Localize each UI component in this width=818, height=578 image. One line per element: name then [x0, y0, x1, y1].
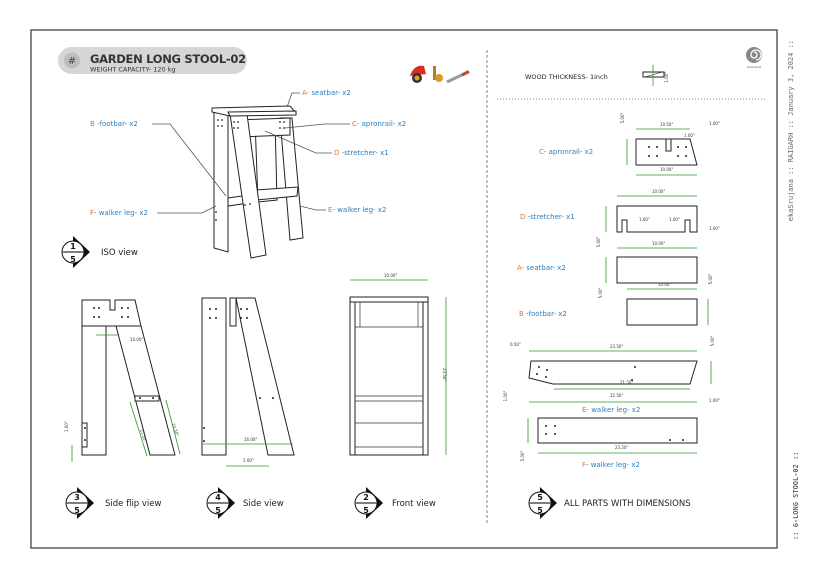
svg-text:10.00": 10.00": [130, 337, 143, 342]
svg-text:E- walker leg- x2: E- walker leg- x2: [582, 406, 640, 414]
page-title: GARDEN LONG STOOL-02: [90, 52, 246, 66]
svg-text:5.00": 5.00": [520, 450, 525, 461]
svg-text:A- seatbar- x2: A- seatbar- x2: [302, 89, 351, 97]
drill-icon: [433, 66, 443, 82]
svg-text:5.00": 5.00": [708, 273, 713, 284]
view-label: ISO view: [101, 248, 138, 258]
svg-text:F- walker leg- x2: F- walker leg- x2: [90, 209, 148, 217]
svg-text:1.00": 1.00": [639, 217, 650, 222]
view-label: Front view: [392, 499, 436, 509]
svg-text:5.00": 5.00": [596, 236, 601, 247]
svg-text:5: 5: [363, 506, 369, 515]
svg-text:5: 5: [70, 255, 76, 264]
view-marker-front: 2 5 Front view: [354, 487, 436, 519]
part-f-walker-leg: 23.50" 5.00" F- walker leg- x2: [520, 417, 698, 469]
svg-text:1.00": 1.00": [669, 217, 680, 222]
svg-text:16.00": 16.00": [244, 437, 257, 442]
svg-text:ekaSrujana: ekaSrujana: [747, 65, 761, 69]
svg-text:1: 1: [70, 242, 76, 251]
part-e-walker-leg: 23.50" 0.50" 21.50" 22.50" 1.00" 5.00" 1…: [503, 335, 720, 414]
svg-text:A- seatbar- x2: A- seatbar- x2: [517, 264, 566, 272]
svg-text:0.50": 0.50": [510, 342, 521, 347]
svg-text:1.00": 1.00": [709, 121, 720, 126]
svg-text:C- apronrail- x2: C- apronrail- x2: [539, 148, 593, 156]
svg-text:10.00": 10.00": [660, 167, 673, 172]
svg-text:23.50": 23.50": [442, 368, 447, 381]
svg-text:23.50": 23.50": [615, 445, 628, 450]
svg-text:WOOD THICKNESS- 1inch: WOOD THICKNESS- 1inch: [525, 73, 608, 81]
sheet-border: [30, 29, 778, 549]
svg-text:10.00": 10.00": [652, 241, 665, 246]
svg-text:5.00": 5.00": [598, 287, 603, 298]
svg-text:F- walker leg- x2: F- walker leg- x2: [582, 461, 640, 469]
callout-a-seatbar: A- seatbar- x2: [286, 89, 351, 108]
svg-text:B -footbar- x2: B -footbar- x2: [519, 310, 567, 318]
svg-text:5.00": 5.00": [620, 112, 625, 123]
callout-d-stretcher: D -stretcher- x1: [264, 130, 389, 157]
svg-text:21.50": 21.50": [620, 380, 633, 385]
callout-e-walker-leg: E- walker leg- x2: [299, 205, 386, 214]
side-view-drawing: 16.00" 5.00": [201, 297, 295, 467]
credit-text: ekaSrujana :: RAIGARH :: January 3, 2024…: [787, 40, 795, 221]
wood-thickness-note: WOOD THICKNESS- 1inch 1.00": [525, 65, 669, 86]
svg-text:1.00": 1.00": [709, 398, 720, 403]
circular-saw-icon: [410, 65, 426, 83]
view-marker-all-parts: 5 5 ALL PARTS WITH DIMENSIONS: [528, 487, 691, 519]
tools-icons: [410, 65, 470, 84]
svg-text:23.50": 23.50": [610, 344, 623, 349]
svg-text:21.50": 21.50": [139, 429, 148, 443]
svg-text:1.00": 1.00": [684, 133, 695, 138]
svg-text:B -footbar- x2: B -footbar- x2: [90, 120, 138, 128]
view-label: Side flip view: [105, 499, 162, 509]
callout-c-apronrail: C- apronrail- x2: [284, 120, 406, 129]
svg-text:D -stretcher- x1: D -stretcher- x1: [334, 149, 389, 157]
view-label: Side view: [243, 499, 284, 509]
svg-text:21.50": 21.50": [171, 423, 180, 437]
view-label: ALL PARTS WITH DIMENSIONS: [564, 499, 691, 509]
callout-f-walker-leg: F- walker leg- x2: [90, 205, 217, 217]
drawing-code: :: G-LONG STOOL-02 ::: [792, 451, 800, 540]
svg-text:5: 5: [215, 506, 221, 515]
svg-text:D -stretcher- x1: D -stretcher- x1: [520, 213, 575, 221]
svg-text:5.00": 5.00": [243, 458, 254, 463]
chisel-icon: [446, 70, 470, 84]
svg-text:5: 5: [537, 493, 543, 502]
svg-text:10.00": 10.00": [652, 189, 665, 194]
svg-text:10.00": 10.00": [384, 273, 397, 278]
view-marker-side-flip: 3 5 Side flip view: [65, 487, 162, 519]
svg-text:3: 3: [74, 493, 80, 502]
svg-text:1.00": 1.00": [664, 72, 669, 83]
svg-text:22.50": 22.50": [610, 393, 623, 398]
brand-logo: ekaSrujana: [746, 47, 762, 69]
part-a-seatbar: A- seatbar- x2 10.00" 5.00": [517, 241, 698, 298]
side-flip-view-drawing: 10.00" 21.50" 21.50" 1.00": [64, 299, 181, 462]
svg-text:4: 4: [215, 493, 221, 502]
svg-text:10.00": 10.00": [658, 282, 671, 287]
svg-text:5.00": 5.00": [710, 335, 715, 346]
weight-capacity: WEIGHT CAPACITY- 120 kg: [90, 66, 176, 74]
svg-text:1.00": 1.00": [503, 390, 508, 401]
part-b-footbar: B -footbar- x2 10.00" 5.00": [519, 273, 713, 326]
svg-text:5: 5: [537, 506, 543, 515]
front-view-drawing: 10.00" 23.50": [349, 273, 447, 456]
view-marker-side: 4 5 Side view: [206, 487, 284, 519]
svg-text:1.00": 1.00": [64, 421, 69, 432]
svg-text:10.50": 10.50": [660, 122, 673, 127]
iso-view-drawing: [211, 105, 304, 259]
callout-b-footbar: B -footbar- x2: [90, 120, 227, 197]
hash-icon: #: [68, 56, 76, 67]
svg-text:E- walker leg- x2: E- walker leg- x2: [328, 206, 386, 214]
svg-text:2: 2: [363, 493, 369, 502]
svg-text:5: 5: [74, 506, 80, 515]
part-d-stretcher: D -stretcher- x1 10.00" 1.00" 1.00" 1.00…: [520, 189, 720, 247]
view-marker-iso: 1 5 ISO view: [61, 236, 138, 268]
part-c-apronrail: C- apronrail- x2 10.50" 1.00" 1.00" 10.0…: [539, 112, 720, 176]
title-badge: # GARDEN LONG STOOL-02 WEIGHT CAPACITY- …: [58, 47, 247, 74]
svg-text:1.00": 1.00": [709, 226, 720, 231]
svg-text:C- apronrail- x2: C- apronrail- x2: [352, 120, 406, 128]
